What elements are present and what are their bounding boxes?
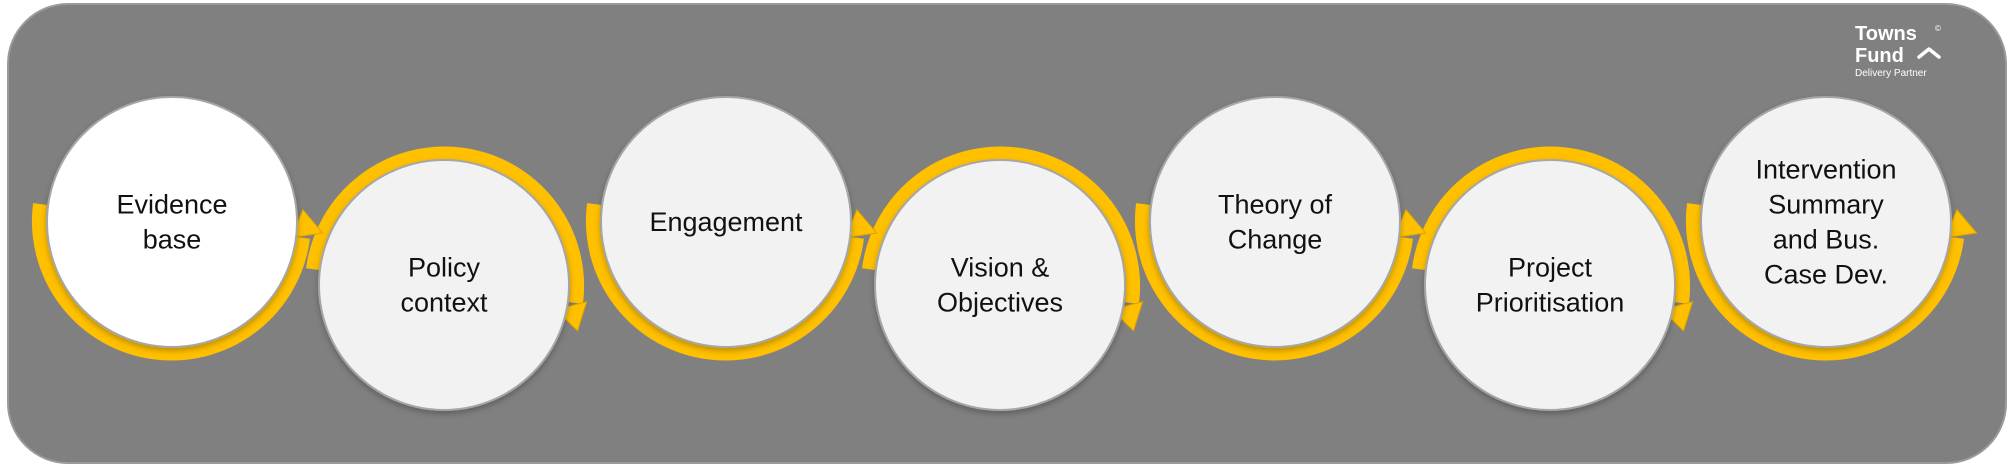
logo-line-1: Towns	[1855, 23, 1917, 45]
step-circle-policy-context	[318, 159, 570, 411]
step-label-intervention-summary: Summary	[1768, 190, 1884, 220]
step-label-evidence-base: Evidence	[116, 190, 227, 220]
cycle-arc-policy-context	[306, 146, 585, 304]
cycle-arc-vision-objectives	[862, 146, 1141, 304]
step-circle-theory-of-change	[1149, 96, 1401, 348]
cycle-arc-evidence-base	[31, 203, 310, 361]
step-label-project-prioritisation: Prioritisation	[1476, 288, 1625, 318]
logo-subtitle: Delivery Partner	[1855, 68, 1927, 79]
logo-registered-mark: ©	[1935, 24, 1941, 33]
step-label-intervention-summary: Intervention	[1755, 155, 1896, 185]
cycle-arc-theory-of-change	[1134, 203, 1413, 361]
step-circle-engagement	[600, 96, 852, 348]
step-label-vision-objectives: Vision &	[951, 253, 1050, 283]
towns-fund-logo: Towns Fund © Delivery Partner	[1855, 23, 1941, 79]
step-circle-intervention-summary	[1700, 96, 1952, 348]
step-label-theory-of-change: Change	[1228, 225, 1323, 255]
cycle-arc-intervention-summary	[1685, 203, 1964, 361]
step-label-intervention-summary: Case Dev.	[1764, 260, 1888, 290]
step-label-theory-of-change: Theory of	[1218, 190, 1333, 220]
chevron-up-icon	[1917, 47, 1941, 59]
step-label-vision-objectives: Objectives	[937, 288, 1063, 318]
step-label-policy-context: Policy	[408, 253, 481, 283]
cycle-arc-project-prioritisation	[1412, 146, 1691, 304]
step-label-evidence-base: base	[143, 225, 202, 255]
step-label-engagement: Engagement	[649, 207, 803, 237]
step-circle-vision-objectives	[874, 159, 1126, 411]
step-label-intervention-summary: and Bus.	[1773, 225, 1880, 255]
step-label-project-prioritisation: Project	[1508, 253, 1593, 283]
logo-line-2: Fund	[1855, 45, 1904, 67]
step-circle-evidence-base	[46, 96, 298, 348]
step-circle-project-prioritisation	[1424, 159, 1676, 411]
cycle-arc-engagement	[585, 203, 864, 361]
step-label-policy-context: context	[400, 288, 488, 318]
